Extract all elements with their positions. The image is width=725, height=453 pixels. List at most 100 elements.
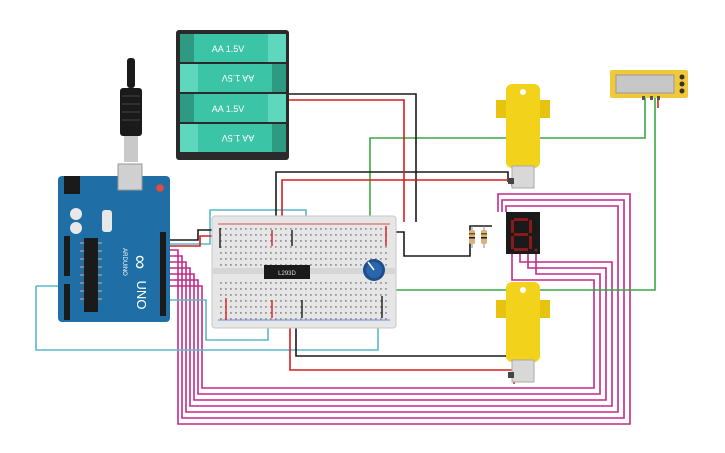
breadboard-hole [280,228,282,230]
breadboard-hole [285,228,287,230]
breadboard-hole [300,264,302,266]
breadboard-hole [225,246,227,248]
usb-cable-icon[interactable] [120,58,142,162]
breadboard-hole [350,234,352,236]
seven-segment-display-icon[interactable] [506,212,540,254]
breadboard-hole [240,228,242,230]
breadboard-hole [375,246,377,248]
breadboard-hole [275,228,277,230]
breadboard-hole [330,228,332,230]
breadboard-hole [350,300,352,302]
breadboard-hole [310,264,312,266]
breadboard-hole [345,288,347,290]
breadboard-hole [365,240,367,242]
l293d-chip[interactable]: L293D [264,265,310,279]
breadboard-hole [255,258,257,260]
breadboard-hole [300,288,302,290]
breadboard-hole [285,300,287,302]
breadboard-hole [365,288,367,290]
breadboard-hole [370,294,372,296]
gear-motor-bottom[interactable] [496,282,550,383]
breadboard-hole [255,300,257,302]
breadboard-hole [255,228,257,230]
breadboard-hole [305,318,307,320]
breadboard-hole [285,264,287,266]
breadboard-hole [245,240,247,242]
breadboard-hole [295,294,297,296]
breadboard-hole [375,312,377,314]
breadboard-hole [355,234,357,236]
breadboard-hole [240,258,242,260]
breadboard-hole [235,306,237,308]
breadboard-hole [245,264,247,266]
breadboard-hole [320,318,322,320]
breadboard-hole [260,234,262,236]
breadboard-hole [320,240,322,242]
breadboard-hole [265,240,267,242]
breadboard-hole [360,240,362,242]
breadboard-hole [230,306,232,308]
breadboard-hole [305,234,307,236]
breadboard-hole [365,318,367,320]
breadboard-hole [225,258,227,260]
breadboard-hole [230,240,232,242]
breadboard-hole [365,246,367,248]
breadboard-hole [240,282,242,284]
breadboard-hole [370,234,372,236]
resistor-1[interactable] [469,226,475,248]
breadboard-hole [265,306,267,308]
breadboard-hole [220,234,222,236]
breadboard-hole [220,246,222,248]
breadboard-hole [360,318,362,320]
breadboard-hole [360,228,362,230]
breadboard-hole [360,252,362,254]
breadboard-hole [315,240,317,242]
breadboard-hole [275,288,277,290]
breadboard-hole [310,294,312,296]
breadboard-hole [340,264,342,266]
breadboard-hole [270,246,272,248]
breadboard-hole [375,234,377,236]
sensor-module[interactable] [610,70,688,100]
breadboard-hole [280,306,282,308]
resistor-2[interactable] [481,226,487,248]
breadboard-hole [285,294,287,296]
breadboard-hole [385,258,387,260]
breadboard-hole [280,264,282,266]
breadboard-hole [345,258,347,260]
arduino-uno-board[interactable]: ∞ UNO ARDUINO [58,163,170,322]
potentiometer-icon[interactable] [363,259,385,281]
breadboard-hole [325,234,327,236]
battery-cell-2: AA 1.5V [180,64,286,92]
breadboard-hole [315,294,317,296]
breadboard[interactable]: L293D [211,215,397,329]
breadboard-hole [245,300,247,302]
breadboard-hole [255,252,257,254]
breadboard-hole [220,228,222,230]
breadboard-hole [235,288,237,290]
breadboard-hole [290,306,292,308]
breadboard-hole [370,312,372,314]
breadboard-hole [300,240,302,242]
breadboard-hole [270,288,272,290]
breadboard-hole [310,252,312,254]
breadboard-hole [245,312,247,314]
battery-pack[interactable]: AA 1.5V AA 1.5V AA 1.5V AA 1.5V [176,30,289,160]
breadboard-hole [270,294,272,296]
breadboard-hole [250,306,252,308]
breadboard-hole [280,258,282,260]
breadboard-hole [260,300,262,302]
breadboard-hole [315,252,317,254]
breadboard-hole [260,228,262,230]
breadboard-hole [320,246,322,248]
breadboard-hole [255,246,257,248]
breadboard-hole [235,240,237,242]
breadboard-hole [315,318,317,320]
gear-motor-top[interactable] [496,84,550,189]
chip-label: L293D [278,271,296,277]
breadboard-hole [250,300,252,302]
breadboard-hole [380,252,382,254]
breadboard-hole [335,252,337,254]
breadboard-hole [365,228,367,230]
breadboard-hole [320,228,322,230]
